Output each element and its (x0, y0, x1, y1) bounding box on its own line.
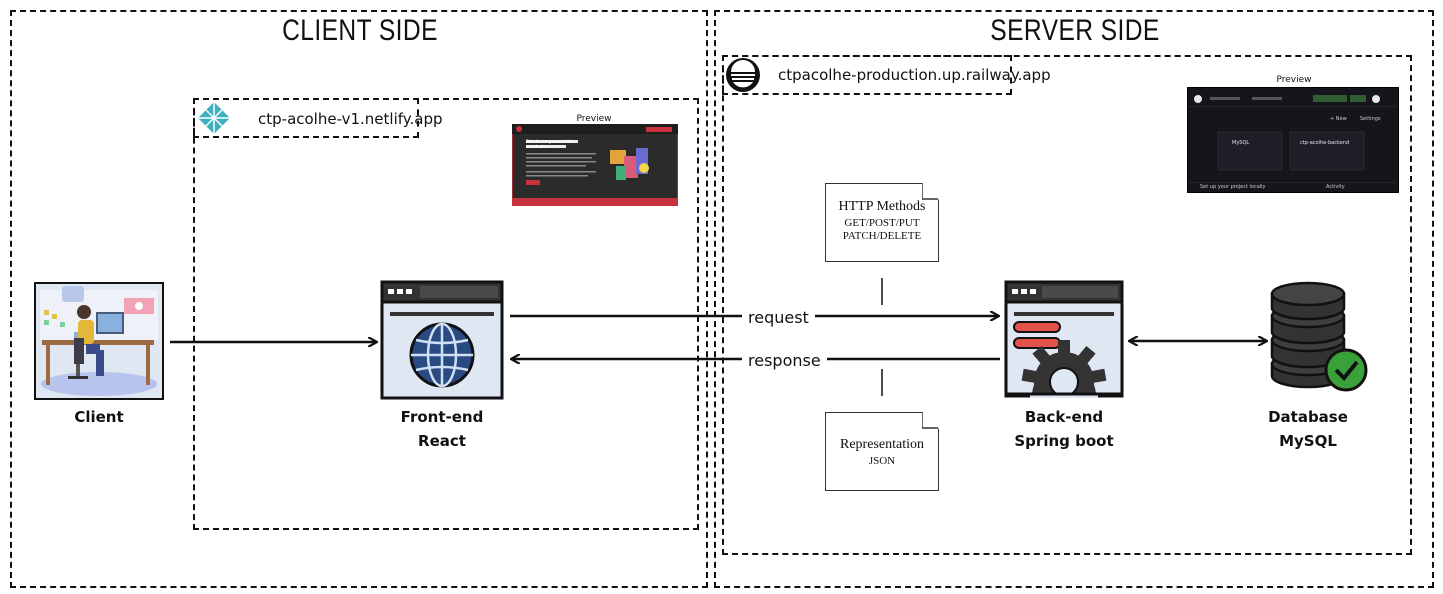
backend-server-icon (1004, 280, 1124, 398)
railway-new-button: + New (1330, 116, 1347, 122)
client-illustration-icon (34, 282, 164, 400)
netlify-host-label: ctp-acolhe-v1.netlify.app (258, 110, 443, 128)
railway-backend-card-title: ctp-acolhe-backend (1300, 140, 1350, 146)
railway-mysql-card-title: MySQL (1232, 140, 1250, 146)
http-methods-note: HTTP Methods GET/POST/PUT PATCH/DELETE (825, 183, 939, 262)
note-corner-icon (922, 183, 939, 200)
netlify-preview-heading: Plataforma para acolher estudantes (526, 139, 575, 149)
railway-host-tag (722, 55, 1012, 95)
server-side-title: SERVER SIDE (990, 14, 1160, 47)
request-label: request (742, 308, 815, 327)
netlify-preview-image (512, 124, 678, 206)
server-side-frame (714, 10, 1434, 588)
railway-logo-icon (726, 58, 760, 92)
response-label: response (742, 351, 827, 370)
http-note-line2: PATCH/DELETE (842, 230, 922, 242)
netlify-host-tag (193, 98, 419, 138)
railway-footer-text: Set up your project locally (1200, 184, 1266, 190)
note-corner-icon (922, 412, 939, 429)
representation-note: Representation JSON (825, 412, 939, 491)
http-note-title: HTTP Methods (838, 199, 926, 214)
backend-sublabel: Spring boot (1014, 432, 1114, 450)
client-side-frame (10, 10, 708, 588)
railway-host-label: ctpacolhe-production.up.railway.app (778, 66, 1051, 84)
client-side-title: CLIENT SIDE (282, 14, 438, 47)
database-icon (1270, 281, 1368, 392)
railway-preview-image: + New Settings MySQL ctp-acolhe-backend … (1187, 87, 1399, 193)
repr-note-title: Representation (840, 437, 924, 452)
railway-deploy-frame (722, 55, 1412, 555)
netlify-deploy-frame (193, 98, 699, 530)
netlify-preview-caption: Preview (576, 114, 612, 124)
railway-activity-text: Activity (1326, 184, 1345, 190)
railway-preview-caption: Preview (1276, 75, 1312, 85)
client-label: Client (74, 408, 124, 426)
railway-settings-button: Settings (1360, 116, 1381, 122)
database-sublabel: MySQL (1279, 432, 1337, 450)
database-label: Database (1268, 408, 1348, 426)
frontend-sublabel: React (418, 432, 466, 450)
http-note-line1: GET/POST/PUT (844, 217, 920, 229)
frontend-browser-icon (380, 280, 504, 400)
repr-note-line1: JSON (868, 455, 896, 467)
frontend-label: Front-end (400, 408, 484, 426)
backend-label: Back-end (1024, 408, 1104, 426)
netlify-logo-icon (198, 102, 230, 134)
